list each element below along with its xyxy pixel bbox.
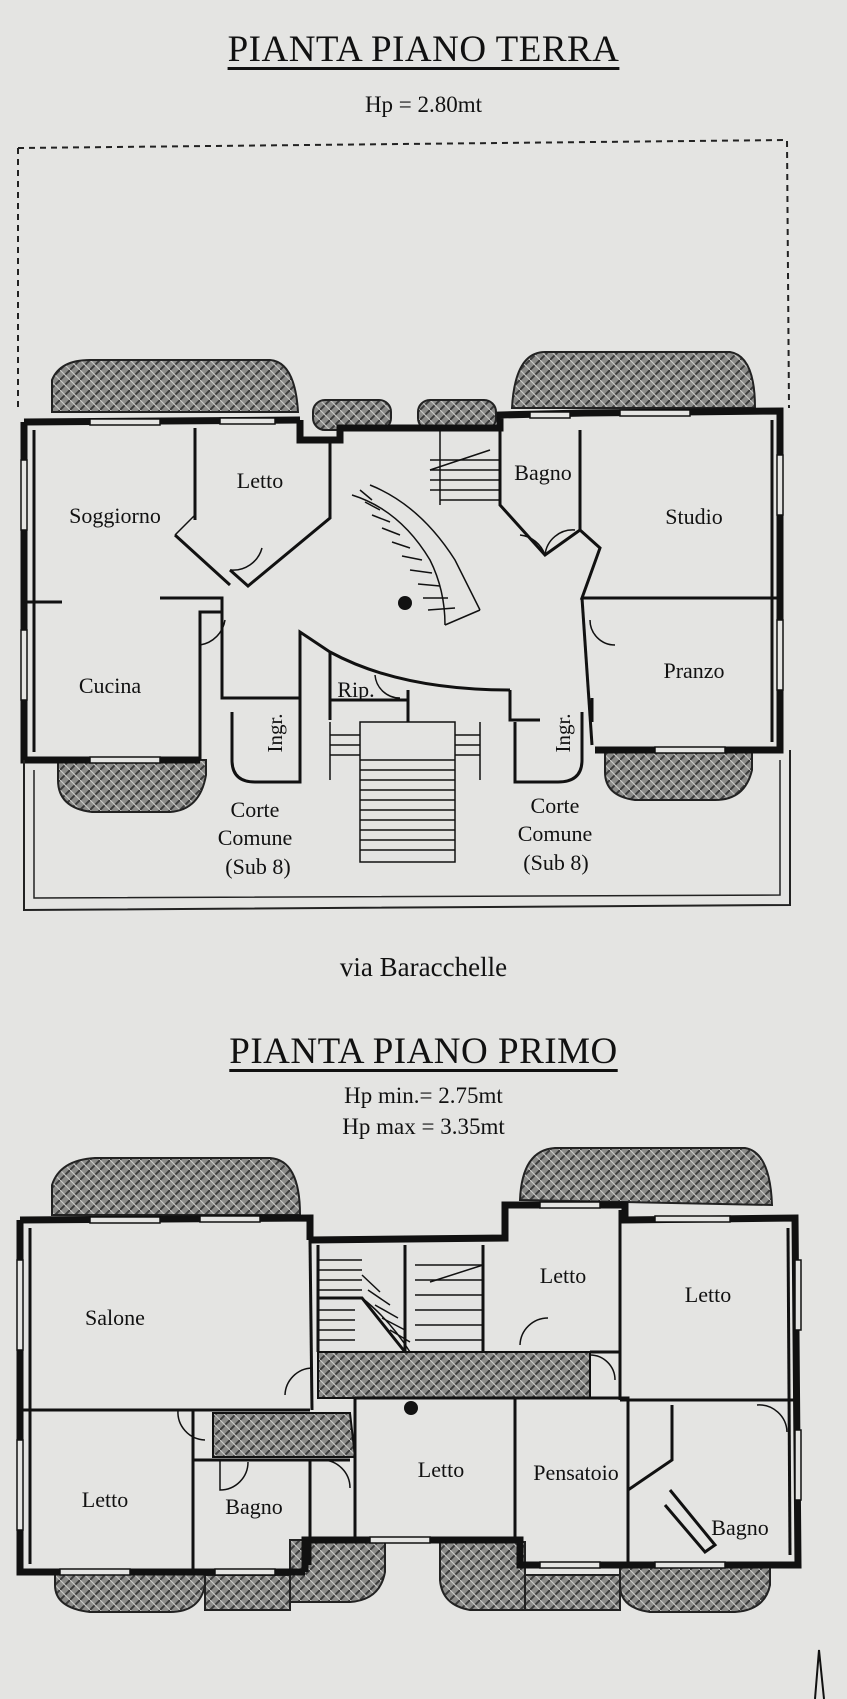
planter bbox=[524, 1574, 621, 1611]
courtyard-right-line3: (Sub 8) bbox=[523, 850, 588, 875]
room-pensatoio: Pensatoio bbox=[533, 1460, 619, 1485]
corridor bbox=[212, 1412, 357, 1458]
north-arrow-icon bbox=[814, 1649, 825, 1699]
courtyard-left-line2: Comune bbox=[218, 825, 293, 850]
courtyard-left-line3: (Sub 8) bbox=[225, 854, 290, 879]
first-floor-plan: Salone Letto Letto Letto Letto Bagno Pen… bbox=[16, 1147, 802, 1613]
planter bbox=[54, 1569, 206, 1613]
first-floor-title: PIANTA PIANO PRIMO bbox=[229, 1031, 618, 1072]
room-letto-bottom-left: Letto bbox=[82, 1487, 128, 1512]
entrance-steps bbox=[329, 721, 481, 863]
room-bagno-left: Bagno bbox=[225, 1494, 282, 1519]
planter bbox=[619, 1564, 771, 1613]
planter bbox=[51, 359, 300, 413]
ground-floor-plan: Letto Soggiorno Cucina Bagno Studio Pran… bbox=[17, 138, 791, 912]
ground-floor-height: Hp = 2.80mt bbox=[364, 92, 483, 117]
ground-floor-title: PIANTA PIANO TERRA bbox=[227, 29, 620, 70]
courtyard-right-line2: Comune bbox=[518, 821, 593, 846]
room-pranzo: Pranzo bbox=[663, 658, 724, 683]
room-studio: Studio bbox=[665, 504, 722, 529]
planter bbox=[510, 351, 757, 409]
staircase-upper bbox=[318, 1259, 484, 1353]
planter bbox=[289, 1539, 386, 1603]
room-letto-center: Letto bbox=[418, 1457, 464, 1482]
planter bbox=[604, 749, 753, 801]
room-salone: Salone bbox=[85, 1305, 145, 1330]
room-letto-top-mid: Letto bbox=[540, 1263, 586, 1288]
staircase bbox=[351, 430, 500, 626]
first-floor-height-max: Hp max = 3.35mt bbox=[342, 1114, 505, 1139]
courtyard-right-line1: Corte bbox=[531, 793, 580, 818]
room-letto-top-right: Letto bbox=[685, 1282, 731, 1307]
planter bbox=[51, 1157, 302, 1216]
planter bbox=[57, 759, 207, 813]
planter bbox=[439, 1541, 526, 1611]
room-ripostiglio: Rip. bbox=[337, 677, 374, 702]
room-soggiorno: Soggiorno bbox=[69, 503, 161, 528]
room-cucina: Cucina bbox=[79, 673, 142, 698]
planter bbox=[518, 1147, 774, 1207]
room-ingresso-left: Ingr. bbox=[263, 713, 287, 752]
room-bagno-right: Bagno bbox=[711, 1515, 768, 1540]
lot-boundary bbox=[17, 138, 790, 409]
corridor bbox=[317, 1351, 591, 1399]
street-name: via Baracchelle bbox=[339, 952, 508, 982]
courtyard-left-line1: Corte bbox=[231, 797, 280, 822]
room-ingresso-right: Ingr. bbox=[551, 713, 575, 752]
room-bagno: Bagno bbox=[514, 460, 571, 485]
planter bbox=[204, 1574, 291, 1611]
room-letto: Letto bbox=[237, 468, 283, 493]
first-floor-height-min: Hp min.= 2.75mt bbox=[344, 1083, 503, 1108]
